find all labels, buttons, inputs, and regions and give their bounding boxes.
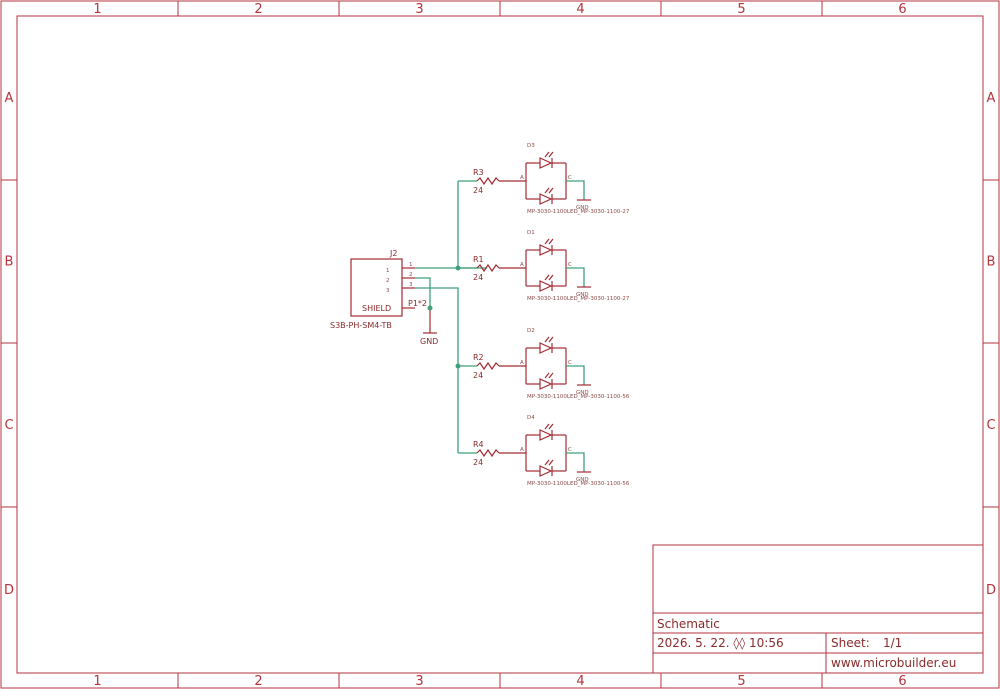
column-label-top: 1 [93,2,101,17]
column-label-top: 5 [737,2,745,17]
led-ref: D2 [527,328,535,334]
connector-pin-1: 1 [386,268,390,274]
connector-pin-2: 2 [386,278,390,284]
connector-shield-label: SHIELD [362,304,391,313]
resistor-ref: R2 [473,353,484,362]
led-channel: R3 24 A C D3MP-3030-1100LED_MP-3030-1100-27G… [458,143,630,215]
row-label-right: B [987,255,996,270]
led-ref: D4 [527,415,535,421]
connector-pin-label-2: 2 [409,272,413,278]
row-label-left: C [4,418,13,433]
resistor-value: 24 [473,458,483,467]
column-label-bottom: 1 [93,674,101,689]
led-channel: R1 24 A C D1MP-3030-1100LED_MP-3030-1100-27G… [458,230,630,302]
led-ref: D1 [527,230,535,236]
resistor[interactable]: R2 24 [473,353,500,380]
connector-pin-label-3: 3 [409,282,413,288]
led-cathode-label: C [568,360,572,366]
resistor[interactable]: R1 24 [473,255,500,282]
connector-ref: J2 [389,249,397,258]
title-block-sheet-value: 1/1 [883,636,902,650]
title-block-title: Schematic [657,617,720,631]
led-channel: R2 24 A C D2MP-3030-1100LED_MP-3030-1100-56G… [458,328,630,400]
led-cathode-label: C [568,447,572,453]
inner-frame [16,15,984,674]
led-gnd-label: GND [576,205,589,211]
led-anode-label: A [520,447,524,453]
led-anode-label: A [520,175,524,181]
column-label-bottom: 3 [415,674,423,689]
title-block-url: www.microbuilder.eu [831,656,956,670]
row-label-left: D [4,583,14,598]
led-part: MP-3030-1100LED_MP-3030-1100-27 [527,296,630,302]
column-label-top: 2 [254,2,262,17]
led-part: MP-3030-1100LED_MP-3030-1100-56 [527,394,630,400]
resistor[interactable]: R4 24 [473,440,500,467]
led-gnd-label: GND [576,390,589,396]
column-label-top: 3 [415,2,423,17]
resistor[interactable]: R3 24 [473,168,500,195]
row-label-right: A [987,91,996,106]
connector-gnd-label: GND [420,337,438,346]
resistor-value: 24 [473,371,483,380]
resistor-ref: R3 [473,168,484,177]
led-ref: D3 [527,143,535,149]
column-label-top: 6 [898,2,906,17]
column-label-bottom: 4 [576,674,584,689]
connector-j2[interactable]: J2 S3B-PH-SM4-TB SHIELD 1 2 3 1 2 3 P1*2… [330,249,438,346]
connector-pin-3: 3 [386,288,390,294]
led-anode-label: A [520,262,524,268]
row-label-right: C [986,418,995,433]
resistor-value: 24 [473,273,483,282]
led-channel: R4 24 A C D4MP-3030-1100LED_MP-3030-1100-56G… [458,415,630,487]
connector-pin-label-1: 1 [409,262,413,268]
column-label-bottom: 6 [898,674,906,689]
title-block-date: 2026. 5. 22. ◊◊ 10:56 [657,636,784,650]
row-label-right: D [986,583,996,598]
column-label-bottom: 2 [254,674,262,689]
led-cathode-label: C [568,262,572,268]
connector-shield-pin: P1*2 [408,299,427,308]
led-gnd-label: GND [576,477,589,483]
row-label-left: A [5,91,14,106]
led-cathode-label: C [568,175,572,181]
title-block: Schematic 2026. 5. 22. ◊◊ 10:56 Sheet: 1… [652,544,984,674]
led-gnd-label: GND [576,292,589,298]
led-anode-label: A [520,360,524,366]
connector-wires [415,181,487,453]
resistor-value: 24 [473,186,483,195]
junction [427,305,433,311]
led-part: MP-3030-1100LED_MP-3030-1100-56 [527,481,630,487]
column-label-bottom: 5 [737,674,745,689]
resistor-ref: R1 [473,255,484,264]
led-part: MP-3030-1100LED_MP-3030-1100-27 [527,209,630,215]
title-block-sheet-label: Sheet: [831,636,870,650]
resistor-ref: R4 [473,440,484,449]
column-label-top: 4 [576,2,584,17]
row-label-left: B [5,255,14,270]
connector-part: S3B-PH-SM4-TB [330,321,392,330]
